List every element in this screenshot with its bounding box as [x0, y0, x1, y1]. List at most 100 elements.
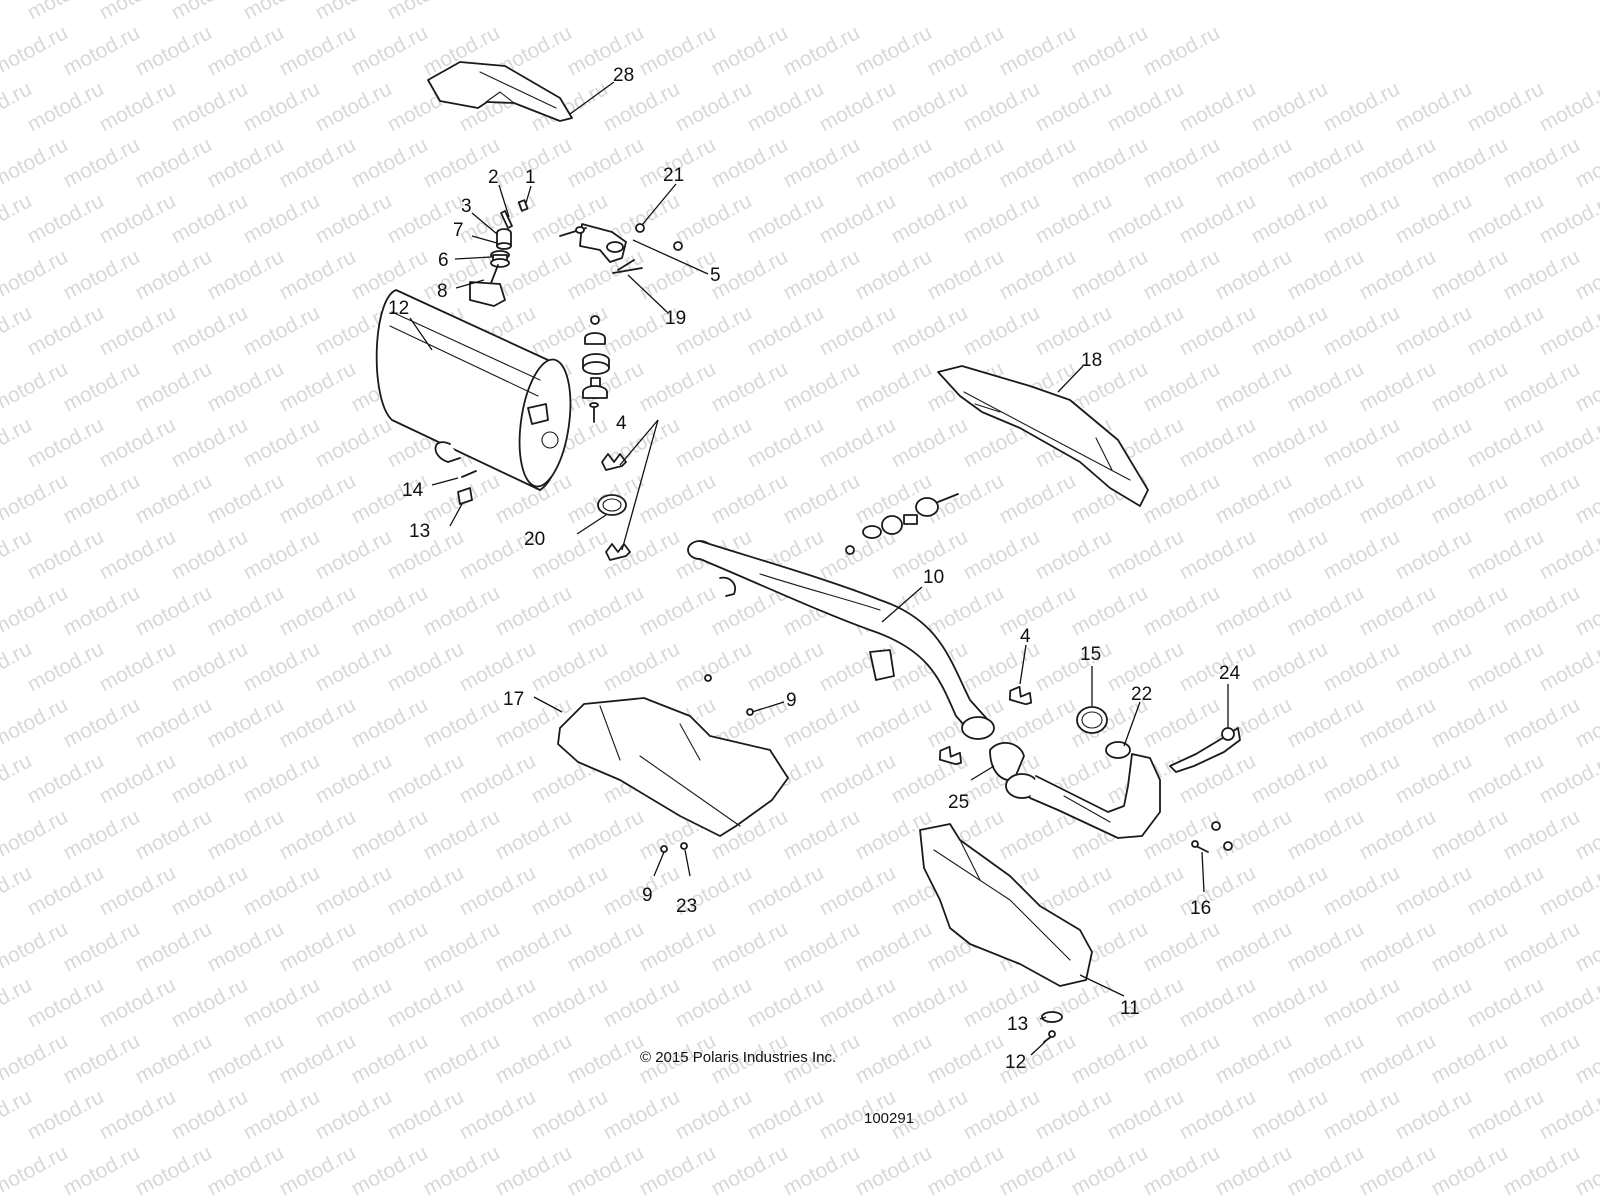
callout-23: 21: [663, 165, 684, 186]
watermark-text: motod.ru: [1320, 749, 1404, 808]
watermark-text: motod.ru: [1140, 469, 1224, 528]
watermark-text: motod.ru: [24, 861, 108, 920]
watermark-text: motod.ru: [132, 1029, 216, 1088]
part-head-pipe: [687, 540, 995, 740]
watermark-text: motod.ru: [1320, 1085, 1404, 1144]
part-heat-shield-left: [557, 674, 789, 853]
watermark-text: motod.ru: [636, 357, 720, 416]
watermark-text: motod.ru: [564, 133, 648, 192]
watermark-text: motod.ru: [744, 861, 828, 920]
callout-22: 20: [524, 529, 545, 550]
watermark-text: motod.ru: [888, 973, 972, 1032]
watermark-text: motod.ru: [708, 357, 792, 416]
watermark-text: motod.ru: [168, 301, 252, 360]
watermark-text: motod.ru: [1284, 245, 1368, 304]
watermark-text: motod.ru: [0, 1029, 72, 1088]
watermark-text: motod.ru: [0, 357, 72, 416]
callout-19: 17: [503, 689, 524, 710]
watermark-text: motod.ru: [816, 189, 900, 248]
watermark-text: motod.ru: [420, 693, 504, 752]
watermark-text: motod.ru: [1248, 413, 1332, 472]
watermark-text: motod.ru: [744, 637, 828, 696]
watermark-text: motod.ru: [1464, 525, 1548, 584]
watermark-text: motod.ru: [168, 413, 252, 472]
watermark-text: motod.ru: [168, 1085, 252, 1144]
watermark-text: motod.ru: [276, 917, 360, 976]
watermark-text: motod.ru: [924, 1141, 1008, 1200]
watermark-text: motod.ru: [564, 1141, 648, 1200]
watermark-text: motod.ru: [888, 413, 972, 472]
watermark-text: motod.ru: [60, 581, 144, 640]
watermark-text: motod.ru: [528, 1085, 612, 1144]
watermark-text: motod.ru: [420, 1141, 504, 1200]
watermark-text: motod.ru: [240, 413, 324, 472]
watermark-text: motod.ru: [60, 133, 144, 192]
watermark-text: motod.ru: [852, 1029, 936, 1088]
watermark-text: motod.ru: [24, 637, 108, 696]
watermark-text: motod.ru: [312, 189, 396, 248]
watermark-text: motod.ru: [312, 749, 396, 808]
copyright-notice: © 2015 Polaris Industries Inc.: [640, 1049, 837, 1066]
watermark-text: motod.ru: [1464, 77, 1548, 136]
watermark-text: motod.ru: [1392, 189, 1476, 248]
watermark-text: motod.ru: [600, 973, 684, 1032]
watermark-text: motod.ru: [312, 637, 396, 696]
watermark-text: motod.ru: [492, 581, 576, 640]
watermark-text: motod.ru: [1392, 973, 1476, 1032]
watermark-text: motod.ru: [204, 917, 288, 976]
watermark-text: motod.ru: [312, 413, 396, 472]
watermark-text: motod.ru: [1248, 973, 1332, 1032]
watermark-text: motod.ru: [744, 301, 828, 360]
watermark-text: motod.ru: [852, 245, 936, 304]
watermark-text: motod.ru: [636, 21, 720, 80]
watermark-text: motod.ru: [1464, 973, 1548, 1032]
watermark-text: motod.ru: [816, 973, 900, 1032]
watermark-text: motod.ru: [60, 917, 144, 976]
watermark-text: motod.ru: [960, 973, 1044, 1032]
watermark-text: motod.ru: [60, 245, 144, 304]
watermark-text: motod.ru: [636, 581, 720, 640]
watermark-text: motod.ru: [1320, 973, 1404, 1032]
callout-16: 14: [402, 480, 424, 501]
watermark-text: motod.ru: [0, 21, 72, 80]
watermark-text: motod.ru: [1212, 1141, 1296, 1200]
watermark-text: motod.ru: [132, 357, 216, 416]
watermark-text: motod.ru: [1248, 301, 1332, 360]
callout-3: 3: [461, 196, 472, 217]
watermark-text: motod.ru: [960, 525, 1044, 584]
watermark-text: motod.ru: [1320, 861, 1404, 920]
watermark-text: motod.ru: [348, 693, 432, 752]
watermark-text: motod.ru: [312, 861, 396, 920]
watermark-text: motod.ru: [168, 749, 252, 808]
callout-27: 25: [948, 792, 969, 813]
watermark-text: motod.ru: [1284, 581, 1368, 640]
watermark-text: motod.ru: [1428, 469, 1512, 528]
watermark-text: motod.ru: [60, 21, 144, 80]
watermark-text: motod.ru: [672, 1085, 756, 1144]
watermark-text: motod.ru: [456, 637, 540, 696]
watermark-text: motod.ru: [384, 0, 468, 24]
watermark-text: motod.ru: [1176, 861, 1260, 920]
watermark-text: motod.ru: [744, 1085, 828, 1144]
watermark-text: motod.ru: [1536, 525, 1600, 584]
callout-7: 7: [453, 220, 464, 241]
watermark-text: motod.ru: [1068, 1141, 1152, 1200]
watermark-text: motod.ru: [240, 525, 324, 584]
watermark-text: motod.ru: [132, 133, 216, 192]
watermark-text: motod.ru: [492, 1141, 576, 1200]
watermark-text: motod.ru: [1464, 749, 1548, 808]
watermark-text: motod.ru: [312, 525, 396, 584]
leader-lines: [409, 81, 1229, 1056]
watermark-text: motod.ru: [1284, 133, 1368, 192]
part-springs-lower: [938, 685, 1108, 782]
watermark-text: motod.ru: [1284, 357, 1368, 416]
watermark-text: motod.ru: [24, 301, 108, 360]
watermark-text: motod.ru: [1284, 693, 1368, 752]
watermark-text: motod.ru: [1140, 245, 1224, 304]
watermark-text: motod.ru: [168, 973, 252, 1032]
watermark-text: motod.ru: [1356, 1029, 1440, 1088]
watermark-text: motod.ru: [1356, 917, 1440, 976]
watermark-text: motod.ru: [672, 189, 756, 248]
callout-28: 28: [613, 65, 634, 86]
watermark-text: motod.ru: [1248, 1085, 1332, 1144]
